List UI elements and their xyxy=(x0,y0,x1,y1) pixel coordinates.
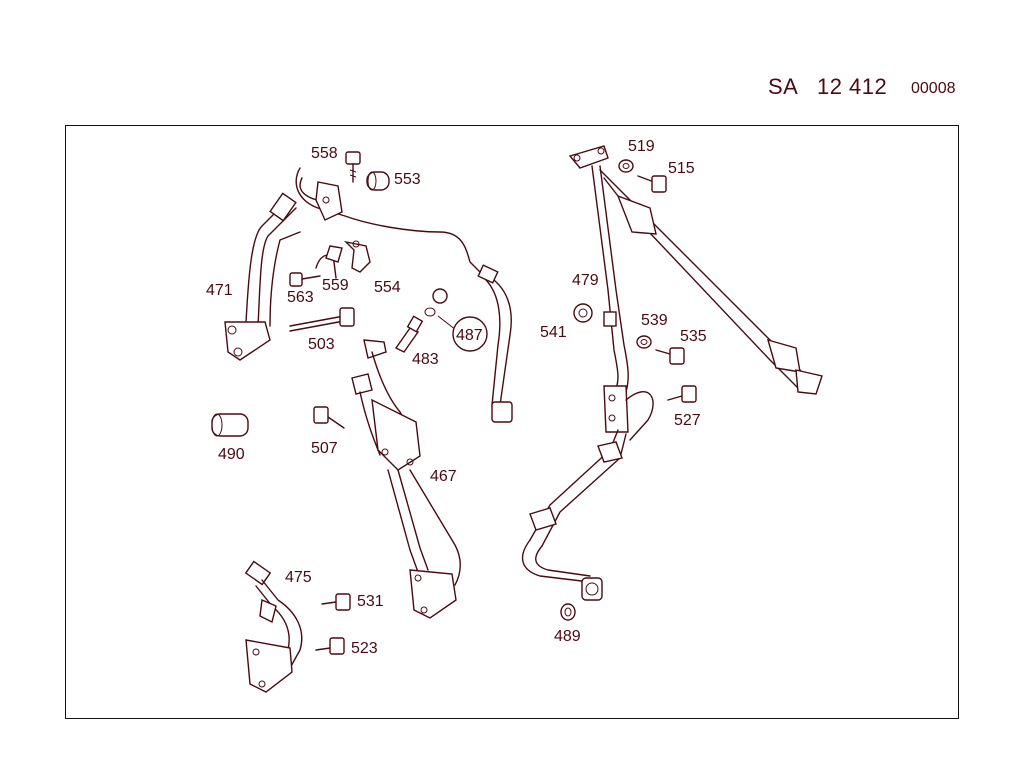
label-490: 490 xyxy=(218,446,245,463)
label-541: 541 xyxy=(540,324,567,341)
washer-539[interactable] xyxy=(636,335,652,349)
label-559: 559 xyxy=(322,277,349,294)
label-467: 467 xyxy=(430,468,457,485)
bolt-515[interactable] xyxy=(637,175,667,193)
label-527: 527 xyxy=(674,412,701,429)
label-553: 553 xyxy=(394,171,421,188)
label-507: 507 xyxy=(311,440,338,457)
diagram-frame xyxy=(65,125,959,719)
bolt-527[interactable] xyxy=(667,385,697,403)
label-475: 475 xyxy=(285,569,312,586)
nipple-483[interactable] xyxy=(394,315,424,353)
pipe-assembly-475[interactable] xyxy=(244,560,303,693)
label-535: 535 xyxy=(680,328,707,345)
sleeve-490[interactable] xyxy=(211,413,249,437)
label-558: 558 xyxy=(311,145,338,162)
label-554: 554 xyxy=(374,279,401,296)
nut-541[interactable] xyxy=(573,303,593,323)
bolt-503[interactable] xyxy=(289,307,355,332)
label-539: 539 xyxy=(641,312,668,329)
hose-upper-right[interactable] xyxy=(599,169,823,395)
sheet-number: 00008 xyxy=(911,80,956,97)
bolt-531[interactable] xyxy=(321,593,351,611)
diagram-code: SA 12 412 xyxy=(768,74,888,99)
label-519: 519 xyxy=(628,138,655,155)
label-515: 515 xyxy=(668,160,695,177)
cap-487[interactable] xyxy=(424,288,488,352)
label-523: 523 xyxy=(351,640,378,657)
label-471: 471 xyxy=(206,282,233,299)
label-563: 563 xyxy=(287,289,314,306)
seal-ring-489[interactable] xyxy=(560,603,576,621)
pipe-assembly-471[interactable] xyxy=(224,167,481,361)
bolt-535[interactable] xyxy=(655,347,685,365)
pipe-assembly-479[interactable] xyxy=(521,145,654,601)
label-483: 483 xyxy=(412,351,439,368)
label-489: 489 xyxy=(554,628,581,645)
clip-559[interactable] xyxy=(315,245,343,279)
label-503: 503 xyxy=(308,336,335,353)
bushing-553[interactable] xyxy=(366,171,390,191)
hose-471[interactable] xyxy=(477,264,513,423)
label-487: 487 xyxy=(456,327,483,344)
bracket-554[interactable] xyxy=(343,240,371,273)
pipe-assembly-467[interactable] xyxy=(351,339,461,619)
bolt-523[interactable] xyxy=(315,637,345,655)
bolt-563[interactable] xyxy=(289,272,321,287)
bolt-558[interactable] xyxy=(345,151,361,183)
label-479: 479 xyxy=(572,272,599,289)
bolt-507[interactable] xyxy=(313,406,345,429)
label-531: 531 xyxy=(357,593,384,610)
washer-519[interactable] xyxy=(618,159,634,173)
